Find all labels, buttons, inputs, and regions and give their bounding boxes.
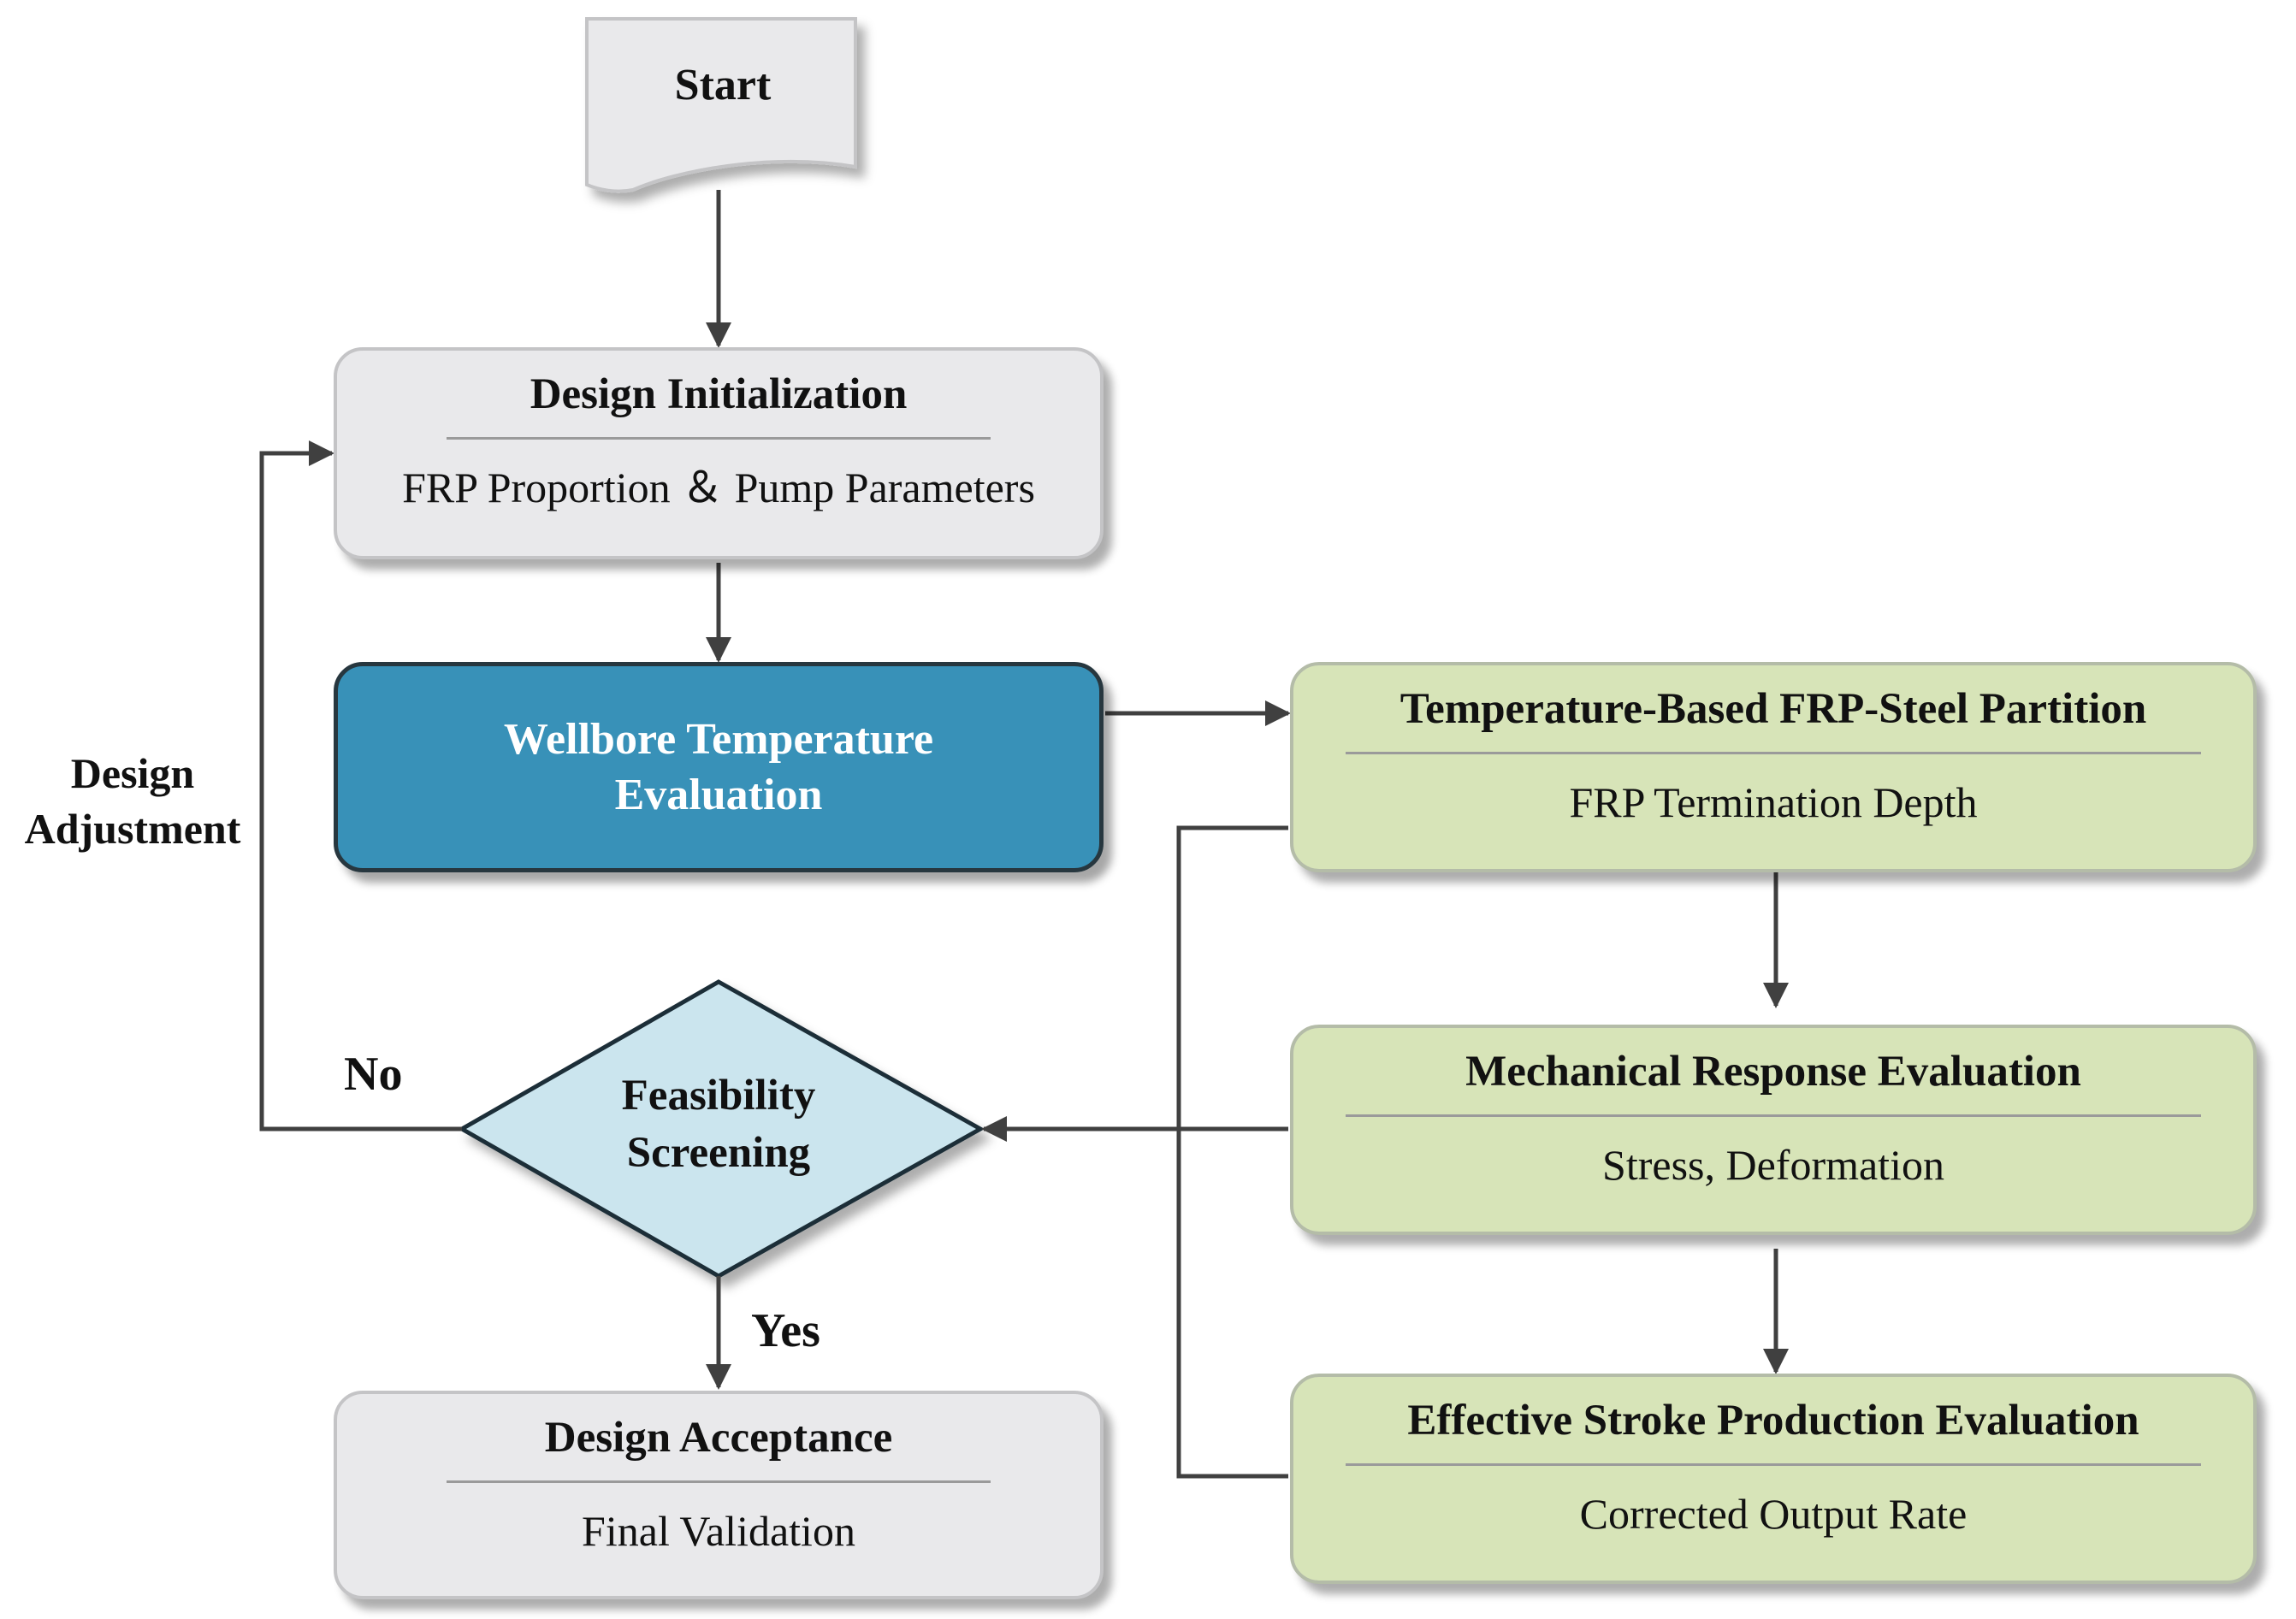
design-adjustment-line1: Design	[70, 749, 195, 797]
design-acceptance-box[interactable]: Design Acceptance Final Validation	[334, 1391, 1104, 1599]
design-adjustment-label: Design Adjustment	[9, 746, 257, 857]
design-initialization-box[interactable]: Design Initialization FRP Proportion ＆ P…	[334, 347, 1104, 559]
mechanical-box[interactable]: Mechanical Response Evaluation Stress, D…	[1290, 1025, 2257, 1235]
feasibility-line1: Feasibility	[621, 1072, 816, 1120]
feasibility-label: Feasibility Screening	[547, 1071, 890, 1178]
design-adjustment-line2: Adjustment	[24, 805, 241, 853]
start-label: Start	[674, 61, 772, 109]
design-initialization-divider	[447, 436, 991, 440]
wellbore-temperature-box[interactable]: Wellbore Temperature Evaluation	[334, 662, 1104, 872]
partition-title: Temperature-Based FRP-Steel Partition	[1399, 685, 2147, 733]
mechanical-title: Mechanical Response Evaluation	[1465, 1048, 2081, 1096]
wellbore-title-line2: Evaluation	[614, 771, 823, 819]
arrow-no-to-init	[259, 440, 462, 1132]
design-initialization-title: Design Initialization	[530, 370, 908, 418]
partition-subtitle: FRP Termination Depth	[1569, 777, 1978, 826]
design-acceptance-subtitle: Final Validation	[582, 1506, 855, 1555]
design-acceptance-divider	[447, 1480, 991, 1483]
start-shape	[585, 17, 857, 193]
wellbore-title-line1: Wellbore Temperature	[503, 715, 934, 764]
partition-box[interactable]: Temperature-Based FRP-Steel Partition FR…	[1290, 662, 2257, 872]
design-acceptance-title: Design Acceptance	[544, 1414, 893, 1462]
mechanical-subtitle: Stress, Deformation	[1602, 1140, 1944, 1189]
no-label: No	[344, 1048, 403, 1101]
design-initialization-subtitle: FRP Proportion ＆ Pump Parameters	[402, 463, 1035, 511]
stroke-divider	[1346, 1462, 2201, 1466]
feasibility-line2: Screening	[626, 1128, 811, 1177]
yes-label: Yes	[751, 1304, 820, 1357]
mechanical-divider	[1346, 1114, 2201, 1117]
stroke-subtitle: Corrected Output Rate	[1579, 1489, 1968, 1538]
stroke-box[interactable]: Effective Stroke Production Evaluation C…	[1290, 1374, 2257, 1584]
connector-partition-bus	[1176, 825, 1288, 1479]
partition-divider	[1346, 751, 2201, 754]
stroke-title: Effective Stroke Production Evaluation	[1407, 1397, 2139, 1445]
